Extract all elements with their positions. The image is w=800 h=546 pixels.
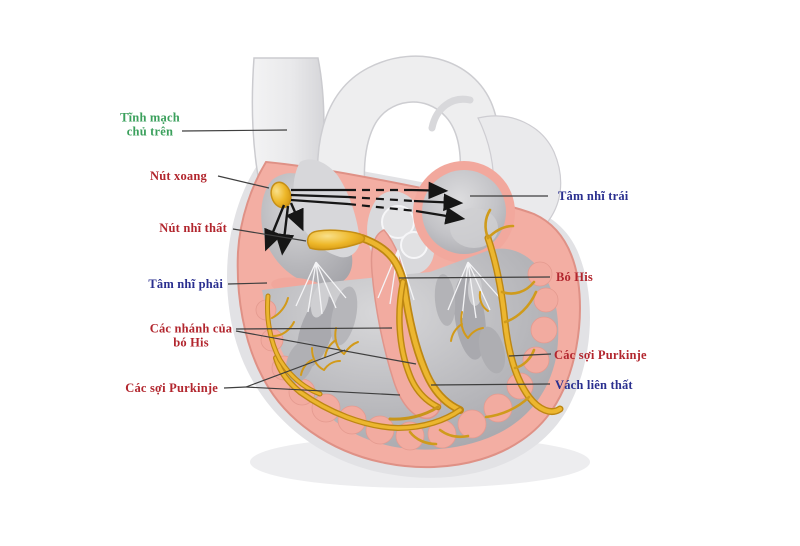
label-left-atrium: Tâm nhĩ trái bbox=[558, 188, 629, 203]
leader-lines bbox=[181, 129, 552, 396]
papillary-muscles bbox=[285, 274, 506, 384]
leader-bundle-branches-2 bbox=[235, 330, 417, 365]
leader-purkinje-left-1 bbox=[245, 349, 346, 388]
label-purkinje-fibers-left: Các sợi Purkinje bbox=[125, 380, 218, 395]
impulse-arrows bbox=[264, 181, 466, 256]
leader-purkinje-right bbox=[508, 353, 552, 357]
label-interventricular-septum: Vách liên thất bbox=[555, 377, 633, 392]
leader-bundle-branches-1 bbox=[235, 327, 393, 330]
leader-purkinje-left-stem bbox=[223, 386, 247, 389]
leader-purkinje-left-2 bbox=[245, 386, 401, 396]
leader-septum bbox=[430, 383, 551, 386]
label-bundle-branches: Các nhánh của bó His bbox=[149, 321, 233, 350]
av-node bbox=[306, 229, 366, 251]
aortic-curl-shading bbox=[428, 95, 474, 132]
label-bundle-of-his: Bó His bbox=[556, 269, 593, 284]
conduction-system bbox=[265, 181, 564, 446]
leader-superior-vena-cava bbox=[181, 129, 288, 132]
leader-av-node bbox=[232, 228, 307, 242]
leader-right-atrium bbox=[227, 282, 268, 285]
label-sinus-node: Nút xoang bbox=[149, 168, 207, 183]
purkinje-tufts bbox=[271, 291, 489, 376]
leader-bundle-of-his bbox=[398, 276, 551, 279]
label-av-node: Nút nhĩ thất bbox=[159, 220, 227, 235]
chordae-tendineae bbox=[295, 249, 501, 319]
label-superior-vena-cava: Tĩnh mạch chủ trên bbox=[120, 110, 180, 139]
leader-sinus-node bbox=[217, 175, 270, 189]
label-right-atrium: Tâm nhĩ phải bbox=[148, 276, 223, 291]
label-purkinje-fibers-right: Các sợi Purkinje bbox=[554, 347, 647, 362]
sinus-node bbox=[270, 181, 292, 209]
